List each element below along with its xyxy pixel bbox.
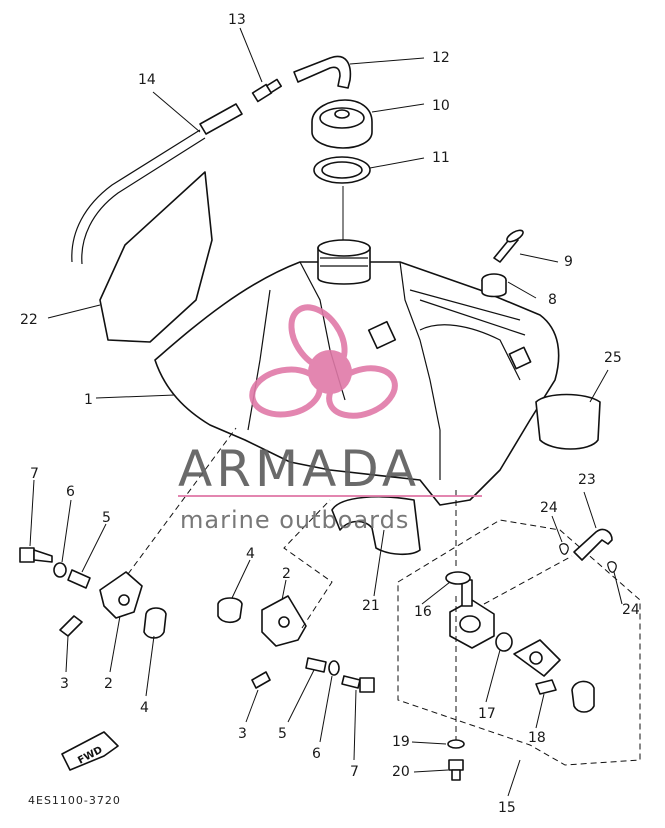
tank-damper (331, 496, 421, 556)
collar-left (67, 569, 91, 589)
hose-clip-upper (559, 543, 569, 555)
fuel-tank (154, 239, 560, 506)
callout-12: 12 (432, 50, 450, 66)
callout-14: 14 (138, 72, 156, 88)
callout-11: 11 (432, 150, 450, 166)
callout-22: 22 (20, 312, 38, 328)
drain-bolt (448, 759, 464, 781)
callout-19: 19 (392, 734, 410, 750)
callout-17: 17 (478, 706, 496, 722)
o-ring (495, 632, 513, 652)
callout-5: 5 (278, 726, 287, 742)
fuel-cock-assembly (449, 579, 495, 649)
callout-10: 10 (432, 98, 450, 114)
watermark-title: ARMADA (178, 440, 420, 498)
callout-23: 23 (578, 472, 596, 488)
tank-shield (99, 171, 213, 343)
callout-4: 4 (246, 546, 255, 562)
damper-left (143, 607, 167, 639)
breather-hose-elbow (293, 55, 352, 89)
callout-2: 2 (282, 566, 291, 582)
callout-7: 7 (350, 764, 359, 780)
washer-left (53, 562, 67, 578)
callout-numbers: 1 2 2 3 3 4 4 5 5 6 6 7 7 8 9 10 11 12 1… (20, 12, 640, 816)
callout-16: 16 (414, 604, 432, 620)
callout-8: 8 (548, 292, 557, 308)
side-damper (535, 393, 601, 450)
bolt-right (251, 671, 271, 689)
callout-25: 25 (604, 350, 622, 366)
watermark-subtitle: marine outboards (180, 506, 409, 534)
collar-right (305, 657, 327, 673)
callout-3: 3 (238, 726, 247, 742)
hose-joint (199, 103, 243, 135)
callout-15: 15 (498, 800, 516, 816)
callout-6: 6 (66, 484, 75, 500)
cap-gasket (313, 156, 371, 184)
cock-knob (571, 680, 595, 713)
cock-gasket (445, 571, 471, 585)
callout-9: 9 (564, 254, 573, 270)
callout-21: 21 (362, 598, 380, 614)
callout-24: 24 (622, 602, 640, 618)
hose-clip-right (607, 561, 617, 573)
callout-1: 1 (84, 392, 93, 408)
cock-screw (535, 679, 557, 695)
callout-13: 13 (228, 12, 246, 28)
callout-20: 20 (392, 764, 410, 780)
breather-hose (71, 129, 206, 265)
bolt-long-left (19, 547, 53, 563)
drawing-code: 4ES1100-3720 (28, 794, 121, 807)
fuel-cap (311, 99, 373, 149)
drain-washer (447, 739, 465, 749)
cock-lever (513, 639, 561, 677)
callout-5: 5 (102, 510, 111, 526)
tank-bracket-left (99, 571, 143, 619)
callout-6: 6 (312, 746, 321, 762)
forward-direction-badge: FWD (61, 731, 119, 771)
watermark: ARMADA marine outboards (178, 304, 482, 534)
fuel-hose (573, 528, 613, 561)
callout-3: 3 (60, 676, 69, 692)
washer-right (328, 660, 340, 676)
callout-18: 18 (528, 730, 546, 746)
leader-lines (29, 27, 623, 797)
callout-24: 24 (540, 500, 558, 516)
callout-4: 4 (140, 700, 149, 716)
callout-2: 2 (104, 676, 113, 692)
bolt-left (59, 615, 83, 637)
collar-top (481, 273, 507, 298)
propeller-logo-icon (249, 304, 398, 419)
check-valve (251, 78, 283, 103)
bolt-long-right (341, 675, 375, 693)
damper-right (217, 597, 243, 624)
callout-7: 7 (30, 466, 39, 482)
screw-top (493, 229, 524, 263)
